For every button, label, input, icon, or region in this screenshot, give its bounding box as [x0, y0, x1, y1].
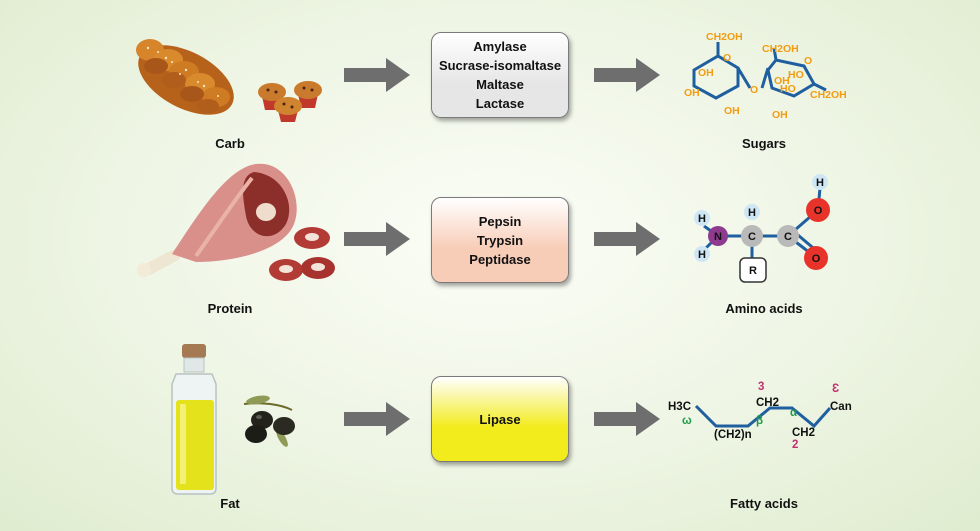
epsilon-symbol: Ɛ — [832, 383, 839, 395]
enzyme-maltase: Maltase — [476, 77, 524, 92]
omega-symbol: ω — [682, 415, 692, 427]
sugar-group: OH — [772, 109, 788, 121]
sugar-group: OH — [698, 67, 714, 79]
enzyme-sucrase-isomaltase: Sucrase-isomaltase — [438, 58, 562, 73]
atom-c: C — [748, 231, 756, 243]
sugar-group: OH — [684, 87, 700, 99]
enzyme-lipase: Lipase — [479, 411, 521, 427]
sugar-group: CH2OH — [706, 31, 743, 43]
sugar-group: OH — [724, 105, 740, 117]
fatty-acid-structure: H3C ω (CH2)n β 3 CH2 α CH2 2 Ɛ Can — [668, 381, 852, 451]
meat-slice-icon — [294, 227, 330, 249]
oil-bottle-icon — [171, 344, 217, 495]
meat-illustration — [137, 163, 335, 281]
protein-enzyme-box: Pepsin Trypsin Peptidase — [431, 197, 569, 283]
bread-muffins-illustration — [136, 39, 322, 122]
sugar-group: CH2OH — [762, 43, 799, 55]
fatty-can: Can — [830, 401, 852, 413]
arrow-icon — [594, 222, 660, 256]
sugar-bonds — [692, 42, 827, 100]
protein-label: Protein — [207, 301, 253, 316]
atom-h: H — [698, 213, 706, 225]
arrow-icon — [594, 402, 660, 436]
enzyme-lactase: Lactase — [475, 96, 525, 111]
fatty-h3c: H3C — [668, 401, 691, 413]
meat-slice-icon — [269, 259, 303, 281]
beta-symbol: β — [756, 415, 763, 427]
sugar-group: O — [723, 52, 731, 64]
atom-o: O — [814, 205, 823, 217]
muffin-icon — [294, 81, 322, 108]
carb-enzyme-box: Amylase Sucrase-isomaltase Maltase Lacta… — [431, 32, 569, 118]
fatty-acids-label: Fatty acids — [730, 496, 798, 511]
alpha-symbol: α — [790, 407, 797, 419]
sucrose-structure: CH2OH CH2OH O O O OH OH OH OH HO HO CH2O… — [684, 31, 847, 121]
braided-bread-icon — [136, 39, 234, 115]
amino-acids-label: Amino acids — [725, 301, 803, 316]
atom-h: H — [748, 207, 756, 219]
meat-slice-icon — [301, 257, 335, 279]
atom-n: N — [714, 231, 722, 243]
enzyme-amylase: Amylase — [473, 39, 527, 54]
atom-h: H — [816, 177, 824, 189]
position-2: 2 — [792, 439, 798, 451]
arrow-icon — [594, 58, 660, 92]
amino-acid-structure: H H N H C C H O O R — [694, 174, 830, 283]
sugars-label: Sugars — [741, 136, 787, 151]
sugar-group: O — [750, 84, 758, 96]
atom-c: C — [784, 231, 792, 243]
enzyme-pepsin: Pepsin — [478, 213, 522, 229]
atom-o: O — [812, 253, 821, 265]
sugar-group: HO — [780, 83, 796, 95]
enzyme-peptidase: Peptidase — [469, 251, 531, 267]
fat-enzyme-box: Lipase — [431, 376, 569, 462]
side-chain-r: R — [749, 265, 757, 277]
muffin-icon — [274, 97, 302, 122]
ham-leg-icon — [137, 163, 297, 277]
atom-h: H — [698, 249, 706, 261]
position-3: 3 — [758, 381, 764, 393]
fat-label: Fat — [220, 496, 240, 511]
sugar-group: HO — [788, 69, 804, 81]
oil-olives-illustration — [171, 344, 295, 495]
olive-branch-icon — [243, 395, 295, 447]
arrow-icon — [344, 58, 410, 92]
sugar-group: O — [804, 55, 812, 67]
arrow-icon — [344, 402, 410, 436]
sugar-group: OH — [774, 75, 790, 87]
fatty-chain-bonds — [694, 404, 832, 429]
carb-label: Carb — [215, 136, 245, 151]
fatty-ch2-top: CH2 — [756, 397, 779, 409]
fatty-ch2n: (CH2)n — [714, 429, 752, 441]
amino-bonds — [702, 187, 822, 258]
enzyme-trypsin: Trypsin — [476, 232, 524, 248]
fatty-ch2-bottom: CH2 — [792, 427, 815, 439]
sugar-group: CH2OH — [810, 89, 847, 101]
arrow-icon — [344, 222, 410, 256]
